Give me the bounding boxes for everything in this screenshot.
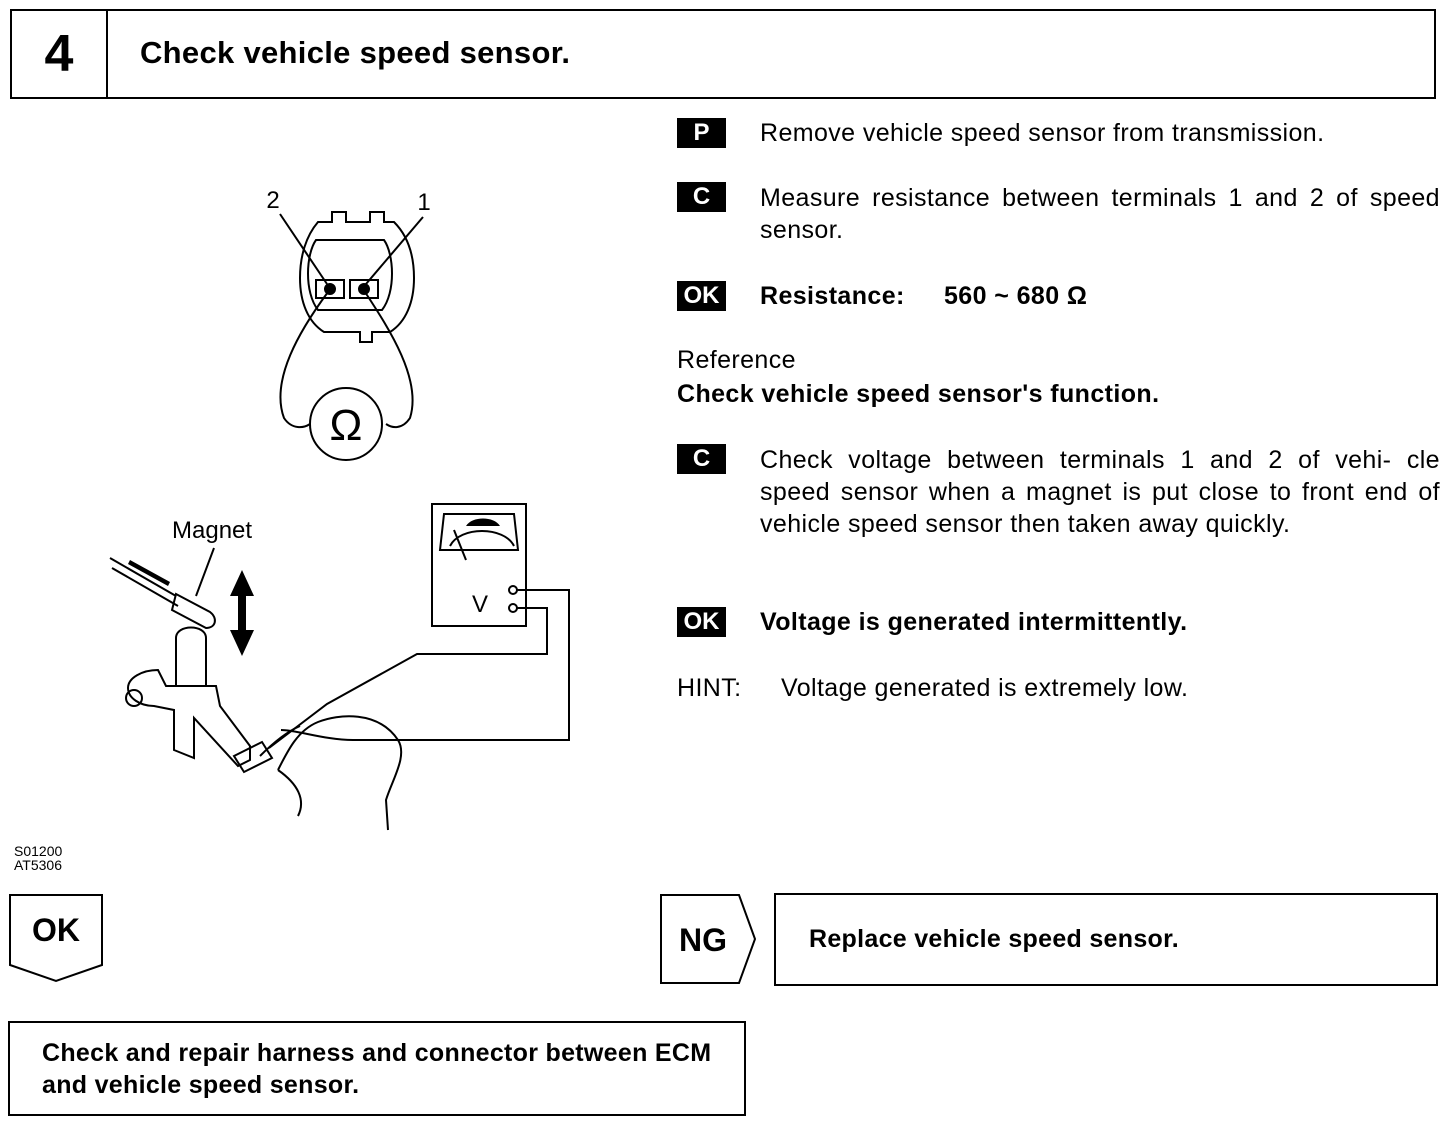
sensor-illustration: 2 1 Ω Magnet V [109,187,570,831]
badge-ok: OK [677,281,726,311]
badge-p: P [677,118,726,148]
badge-c-2: C [677,444,726,474]
ok-action-text: Check and repair harness and connector b… [42,1039,712,1099]
voltmeter-label: V [472,591,488,618]
reference-label: Reference [677,346,796,374]
ng-label: NG [679,922,727,958]
step-check-voltage: Check voltage between terminals 1 and 2 … [760,446,1440,538]
ok-arrow-tag: OK [9,894,103,983]
ohm-symbol: Ω [330,401,363,450]
resistance-label: Resistance: [760,282,905,310]
voltage-result: Voltage is generated intermittently. [760,608,1188,636]
step-measure-resistance: Measure resistance between terminals 1 a… [760,184,1440,244]
ng-action-text: Replace vehicle speed sensor. [809,925,1180,953]
ok-action-box: Check and repair harness and connector b… [8,1021,746,1116]
magnet-label: Magnet [172,517,252,544]
terminal-1-label: 1 [417,189,430,216]
step-header: 4 Check vehicle speed sensor. [10,9,1436,99]
figure-code-1: S01200 [14,843,63,859]
step-title: Check vehicle speed sensor. [140,35,571,70]
hint-text: Voltage generated is extremely low. [781,674,1189,702]
ng-arrow-tag: NG [660,894,757,984]
ng-action-box: Replace vehicle speed sensor. [774,893,1438,986]
step-number: 4 [12,11,108,97]
ok-label: OK [32,912,80,948]
badge-c: C [677,182,726,212]
step-remove-sensor: Remove vehicle speed sensor from transmi… [760,119,1325,147]
terminal-2-label: 2 [266,187,279,214]
badge-ok-2: OK [677,607,726,637]
resistance-value: 560 ~ 680 Ω [944,282,1088,310]
hint-label: HINT: [677,674,742,702]
reference-title: Check vehicle speed sensor's function. [677,380,1160,408]
figure-code-2: AT5306 [14,857,62,873]
